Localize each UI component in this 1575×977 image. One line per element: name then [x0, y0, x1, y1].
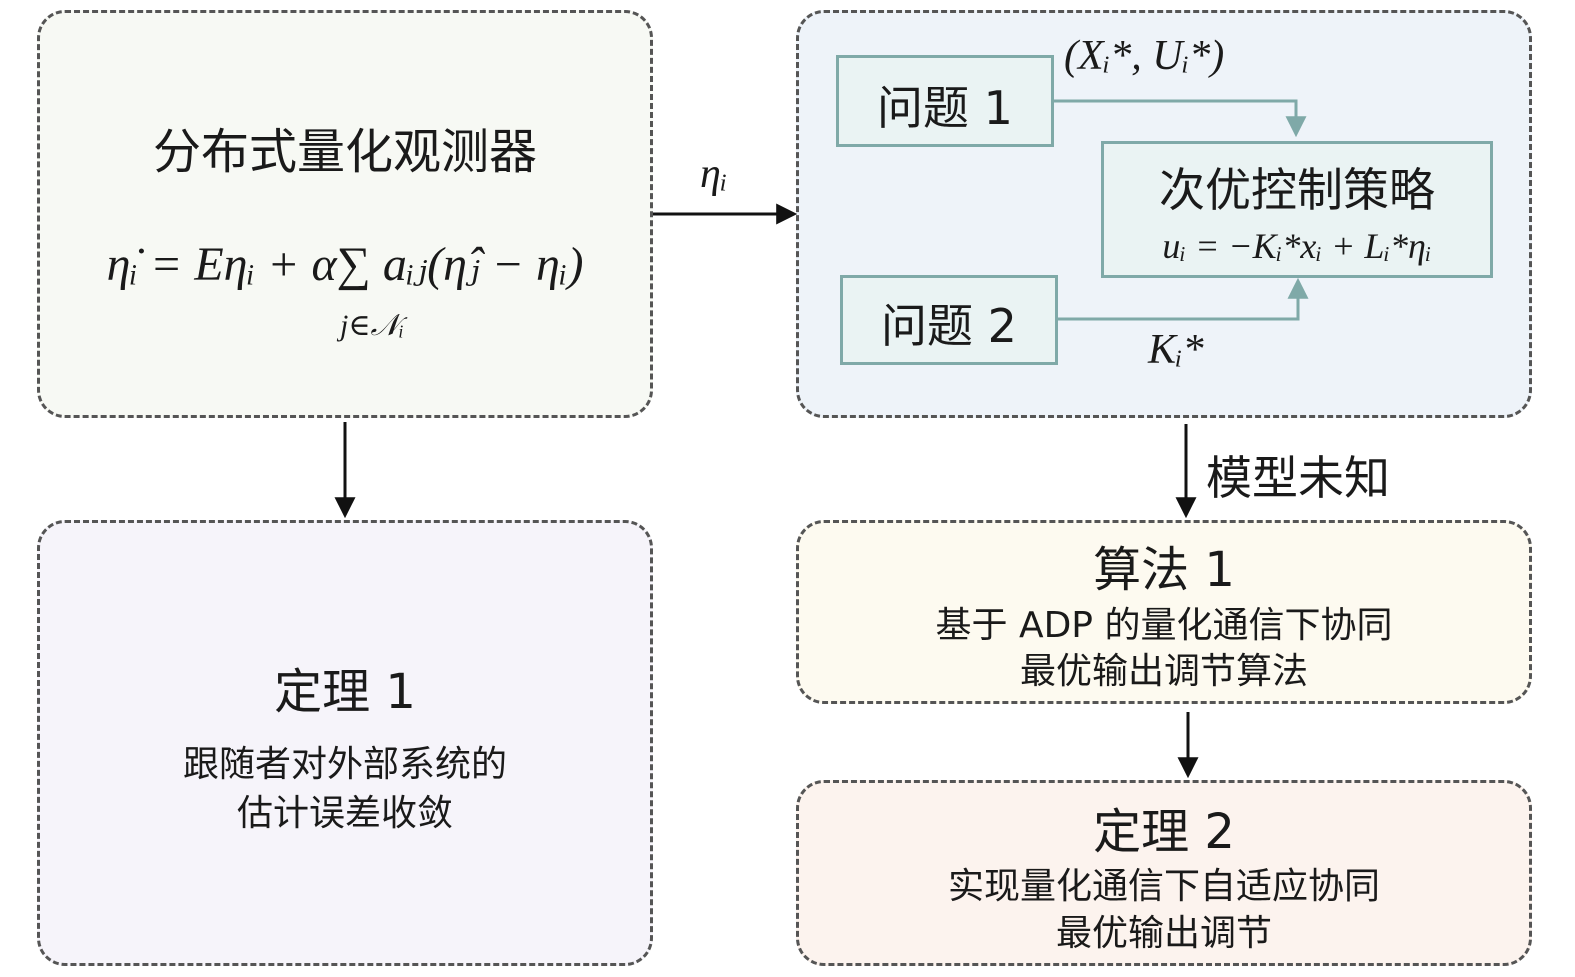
- problem1-output: (Xᵢ*, Uᵢ*): [1064, 33, 1225, 79]
- arrow-problem2-to-control: [1057, 277, 1309, 321]
- observer-title: 分布式量化观测器: [152, 124, 537, 180]
- problem1-box: [836, 55, 1054, 147]
- control-policy-box: [1101, 141, 1493, 278]
- theorem1-title: 定理 1: [274, 664, 416, 720]
- control-policy-title: 次优控制策略: [1159, 163, 1435, 217]
- problem2-box: [840, 275, 1058, 365]
- observer-equation: η̇ᵢ = Eηᵢ + α∑ aᵢⱼ(η̂ⱼ − ηᵢ): [106, 238, 584, 291]
- problem1-label: 问题 1: [877, 81, 1013, 135]
- theorem2-box: [796, 780, 1532, 966]
- theorem1-box: [37, 520, 653, 966]
- theorem1-line2: 估计误差收敛: [236, 793, 453, 834]
- observer-sum-index: j∈𝒩ᵢ: [340, 309, 405, 342]
- algorithm-box: [796, 520, 1532, 704]
- algorithm-line1: 基于 ADP 的量化通信下协同: [935, 605, 1393, 646]
- algorithm-line2: 最优输出调节算法: [1019, 651, 1308, 692]
- problem2-label: 问题 2: [881, 299, 1017, 353]
- algorithm-title: 算法 1: [1093, 542, 1235, 598]
- control-policy-equation: uᵢ = −Kᵢ*xᵢ + Lᵢ*ηᵢ: [1162, 226, 1432, 266]
- theorem2-line2: 最优输出调节: [1055, 913, 1272, 954]
- theorem1-line1: 跟随者对外部系统的: [182, 744, 507, 785]
- observer-box: [37, 10, 653, 418]
- arrow-problem1-to-control: [1053, 99, 1307, 138]
- theorem2-line1: 实现量化通信下自适应协同: [947, 866, 1380, 907]
- model-unknown-label: 模型未知: [1206, 451, 1390, 505]
- theorem2-title: 定理 2: [1093, 804, 1235, 860]
- problem2-output: Kᵢ*: [1148, 327, 1204, 373]
- eta-arrow-label: ηᵢ: [700, 151, 728, 197]
